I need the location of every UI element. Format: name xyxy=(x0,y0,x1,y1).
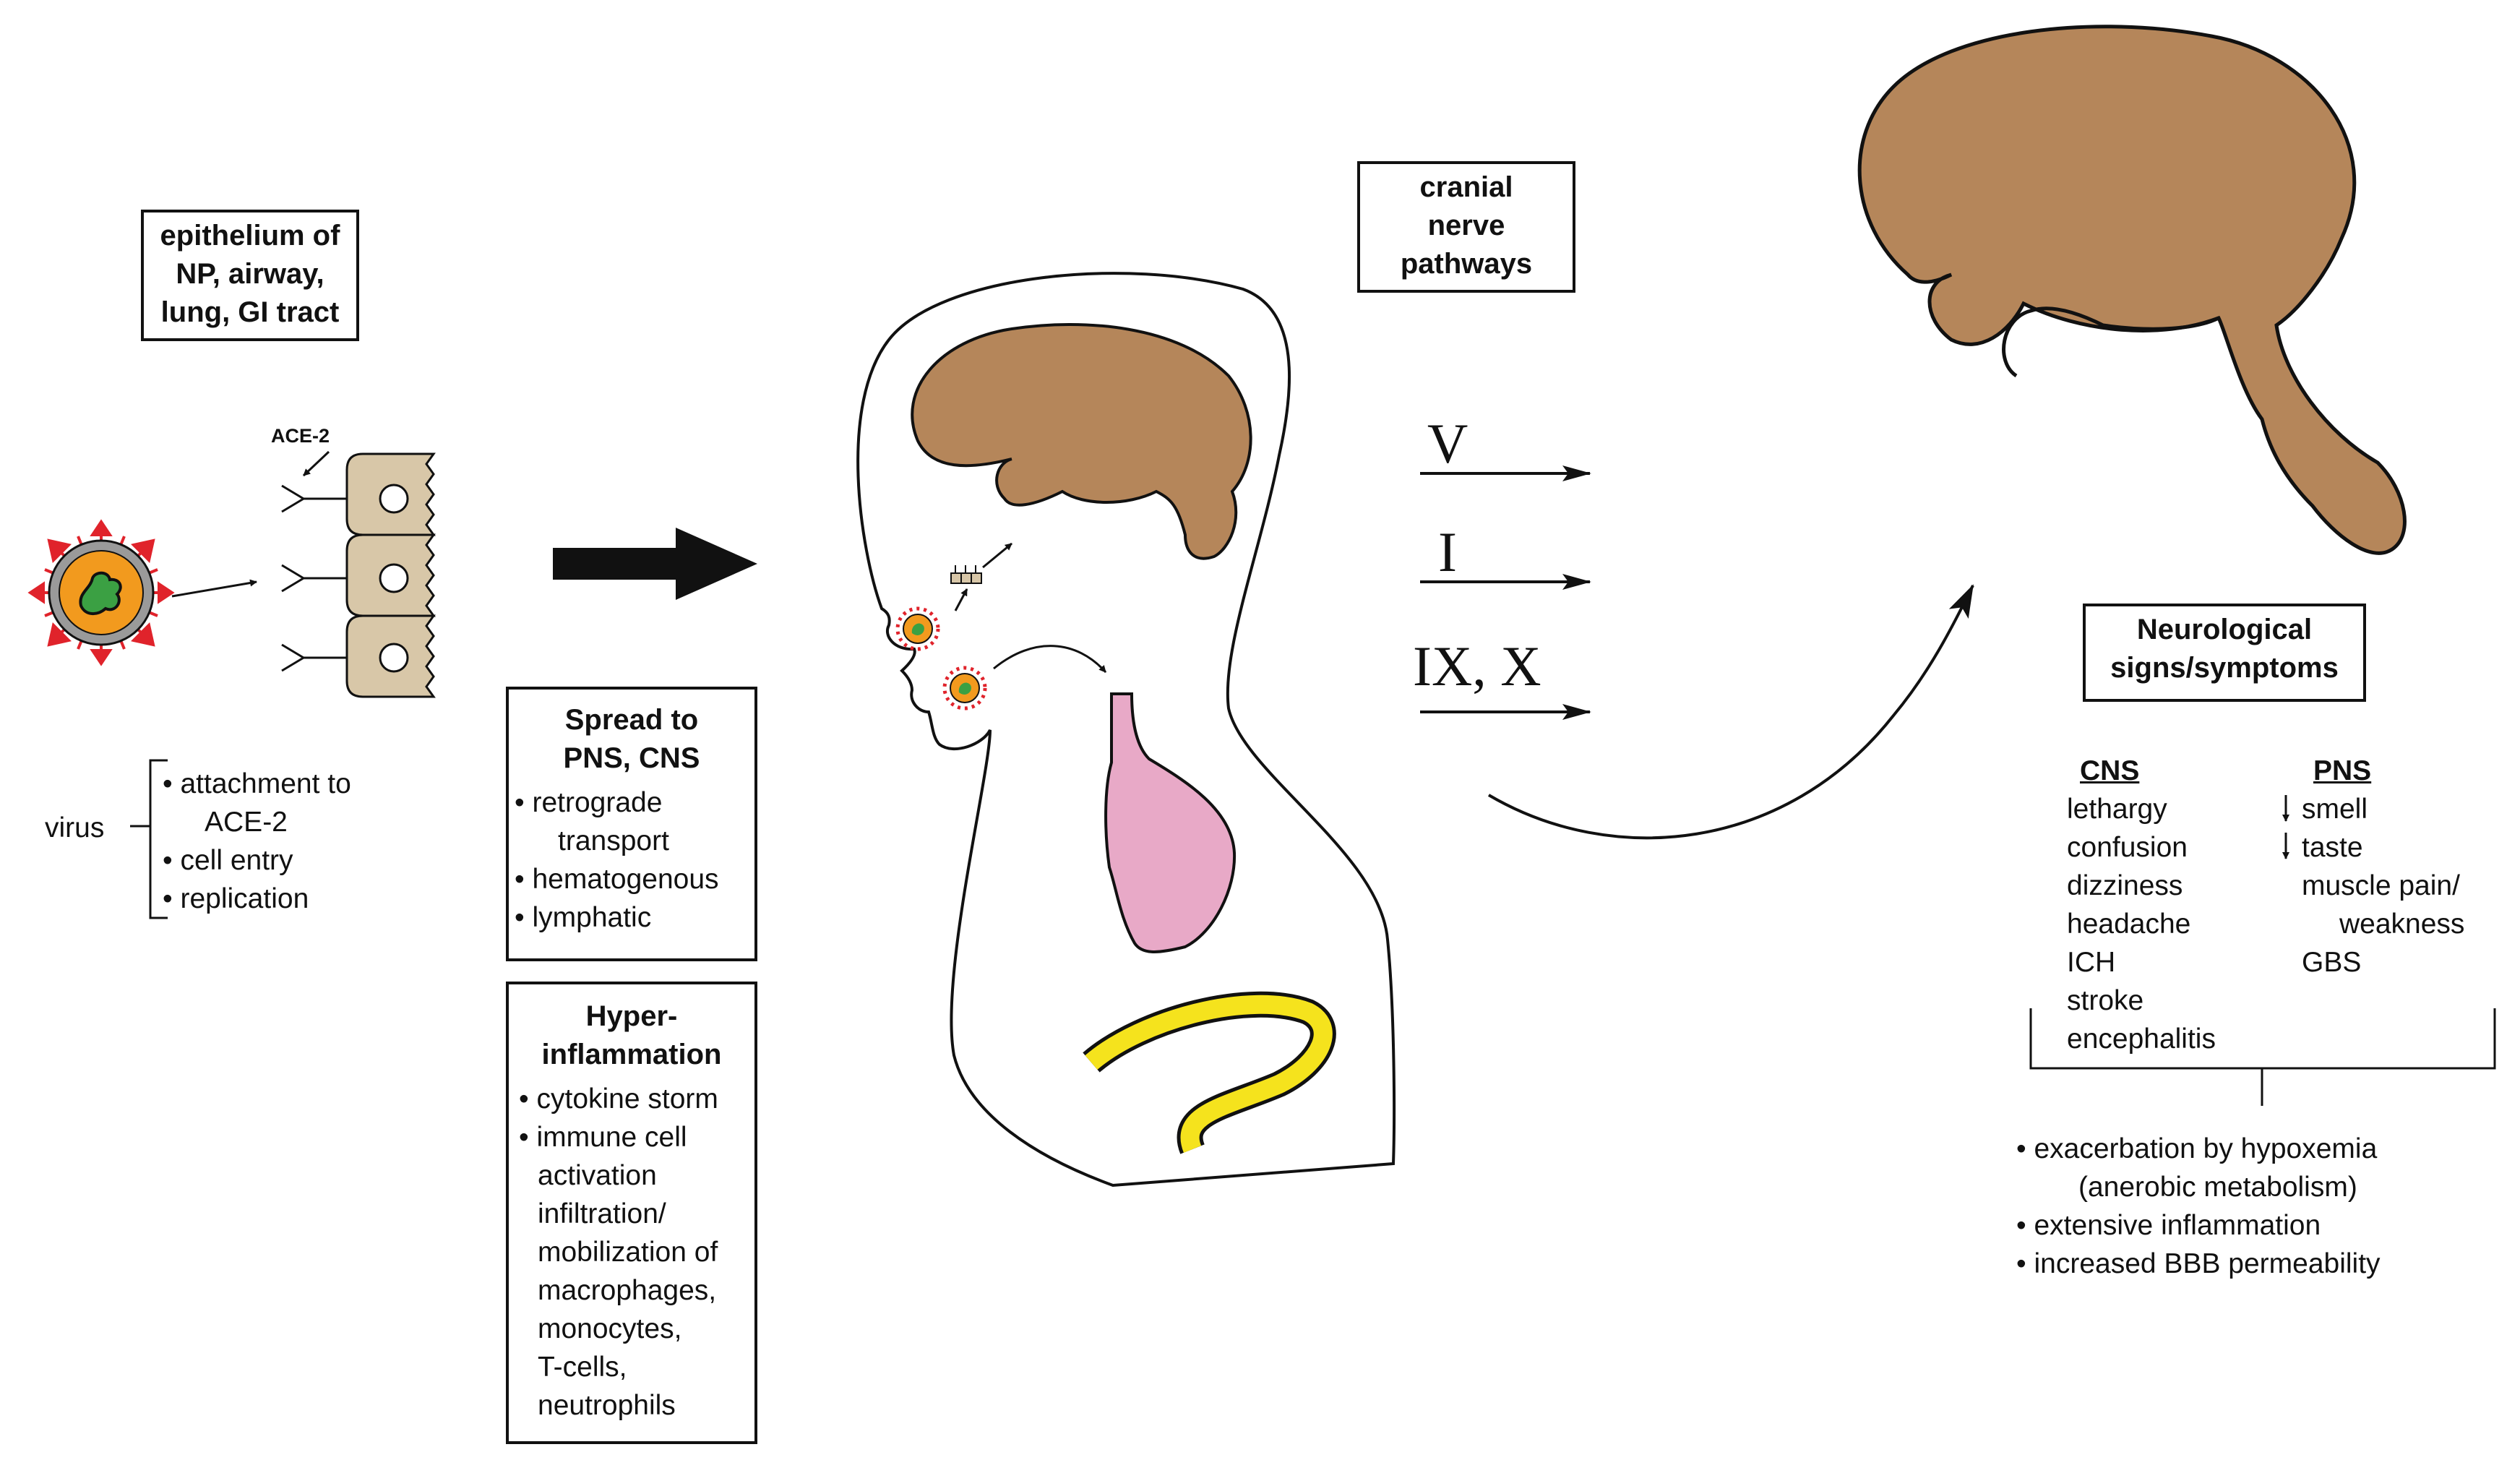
cranial-nerve-box: cranial nerve pathways xyxy=(1357,161,1575,293)
factor-item: • exacerbation by hypoxemia xyxy=(2016,1133,2378,1164)
hyper-item: macrophages, xyxy=(538,1275,717,1306)
pns-item: GBS xyxy=(2302,947,2362,978)
hyper-item: • cytokine storm xyxy=(519,1083,718,1115)
nasal-virus xyxy=(895,606,940,651)
pns-heading: PNS xyxy=(2313,755,2372,786)
cns-item: lethargy xyxy=(2067,794,2167,825)
hyperinflammation-box: Hyper- inflammation • cytokine storm • i… xyxy=(506,982,757,1444)
virus-step: ACE-2 xyxy=(205,807,288,838)
olfactory-arrow xyxy=(954,588,968,611)
cns-item: ICH xyxy=(2067,947,2116,978)
brain-fold xyxy=(2002,306,2220,378)
virus-to-cell-arrow xyxy=(171,579,257,598)
virus-label: virus xyxy=(45,812,104,843)
hyper-item: neutrophils xyxy=(538,1390,676,1421)
cns-item: encephalitis xyxy=(2067,1023,2216,1055)
epithelium-box: epithelium of NP, airway, lung, GI tract xyxy=(141,210,359,341)
spread-item: • hematogenous xyxy=(515,864,719,895)
cns-item: confusion xyxy=(2067,832,2188,863)
factor-item: (anerobic metabolism) xyxy=(2078,1172,2357,1203)
virus-step: • replication xyxy=(163,883,309,914)
hyper-title: inflammation xyxy=(541,1039,722,1070)
virus-bracket xyxy=(130,759,168,919)
lung xyxy=(1104,692,1237,953)
nerve-label-ixx: IX, X xyxy=(1413,635,1541,697)
factor-item: • increased BBB permeability xyxy=(2016,1248,2381,1279)
cns-item: stroke xyxy=(2067,985,2144,1016)
pns-list: PNS smell taste muscle pain/ weakness GB… xyxy=(2302,752,2464,982)
oral-virus xyxy=(942,666,987,710)
olfactory-brain-arrow xyxy=(982,542,1012,569)
virus-step: • cell entry xyxy=(163,845,293,876)
neuro-line: Neurological xyxy=(2136,614,2313,645)
virus-step: • attachment to xyxy=(163,768,351,799)
epithelial-cells xyxy=(345,452,436,698)
main-flow-arrow xyxy=(553,528,757,600)
virus-particle xyxy=(27,519,175,666)
hyper-item: monocytes, xyxy=(538,1313,682,1344)
cns-list: CNS lethargy confusion dizziness headach… xyxy=(2067,752,2216,1058)
olfactory-cells-icon xyxy=(950,565,982,584)
pns-item: taste xyxy=(2302,832,2363,863)
hyper-item: • immune cell xyxy=(519,1122,687,1153)
cranial-line: cranial xyxy=(1419,171,1513,203)
spread-box: Spread to PNS, CNS • retrograde transpor… xyxy=(506,687,757,961)
cranial-line: pathways xyxy=(1400,248,1533,280)
hyper-item: T-cells, xyxy=(538,1352,627,1383)
ace2-label: ACE-2 xyxy=(271,425,330,447)
spread-item: transport xyxy=(558,825,669,856)
hyper-title: Hyper- xyxy=(585,1000,678,1032)
hyper-item: mobilization of xyxy=(538,1237,718,1268)
spread-title: Spread to xyxy=(564,704,699,736)
curved-arrow-to-brain xyxy=(1487,584,1974,840)
cns-item: headache xyxy=(2067,909,2191,940)
factor-item: • extensive inflammation xyxy=(2016,1210,2321,1241)
hyper-item: infiltration/ xyxy=(538,1198,666,1229)
epithelium-line: lung, GI tract xyxy=(160,296,340,328)
ace2-receptors xyxy=(281,484,347,672)
large-brain xyxy=(1857,25,2407,555)
cns-item: dizziness xyxy=(2067,870,2183,901)
spread-title: PNS, CNS xyxy=(563,742,700,774)
factors-list: • exacerbation by hypoxemia (anerobic me… xyxy=(2016,1130,2381,1283)
cns-heading: CNS xyxy=(2080,755,2140,786)
epithelium-line: NP, airway, xyxy=(176,258,324,290)
cranial-line: nerve xyxy=(1427,210,1505,241)
pns-item: smell xyxy=(2302,794,2368,825)
symptom-bracket xyxy=(2029,1008,2496,1106)
nerve-label-i: I xyxy=(1438,520,1457,583)
neuro-line: signs/symptoms xyxy=(2110,652,2339,684)
spread-item: • retrograde xyxy=(515,787,663,818)
spread-item: • lymphatic xyxy=(515,902,652,933)
hyper-item: activation xyxy=(538,1160,657,1191)
epithelium-line: epithelium of xyxy=(160,220,340,252)
head-brain xyxy=(911,322,1252,560)
gut-fill xyxy=(1085,995,1333,1153)
oral-to-lung-arrow xyxy=(993,645,1107,673)
ace2-pointer-arrow xyxy=(302,450,330,477)
neurological-box: Neurological signs/symptoms xyxy=(2083,604,2366,702)
pns-item: weakness xyxy=(2339,909,2465,940)
virus-steps: • attachment to ACE-2 • cell entry • rep… xyxy=(163,765,351,918)
nerve-label-v: V xyxy=(1427,412,1468,475)
pns-item: muscle pain/ xyxy=(2302,870,2460,901)
